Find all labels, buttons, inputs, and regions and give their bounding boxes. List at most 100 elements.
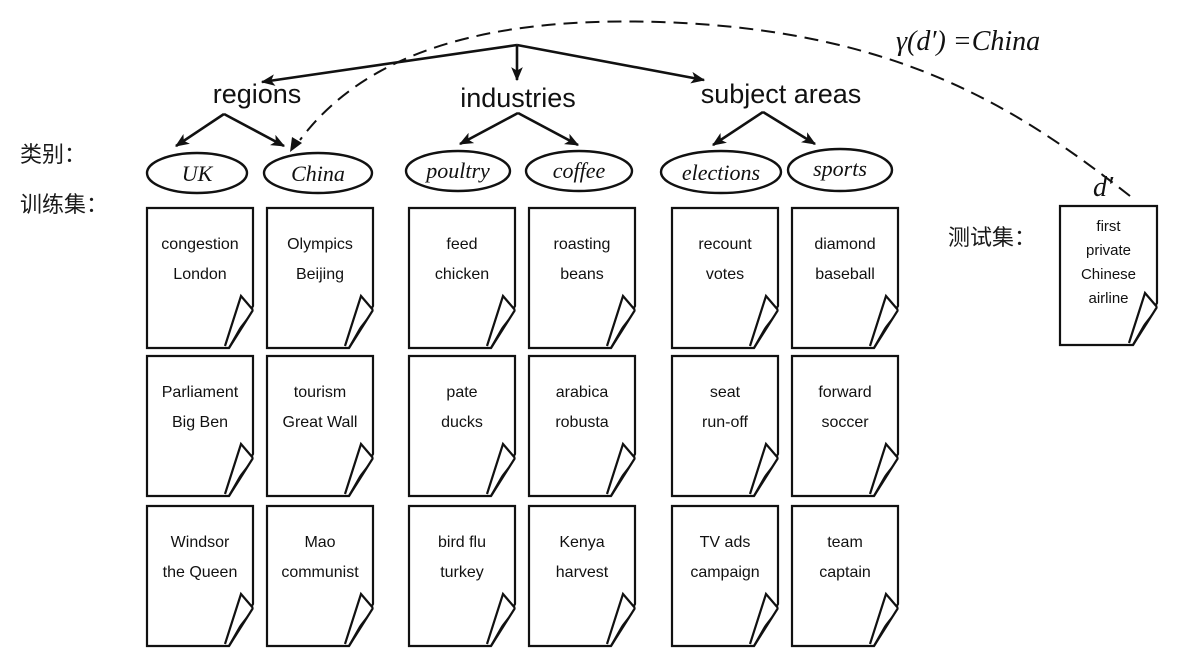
document-text: private [1086,242,1131,259]
edge-regions-uk [175,112,225,148]
page-curl-edge [873,309,899,349]
document-text: run-off [702,414,749,431]
class-node-coffee [524,149,634,193]
class-label-sports: sports [813,156,867,181]
document-elections-2: seat run-off [670,354,780,498]
document-text: tourism [294,384,346,401]
document-poultry-2: pate ducks [407,354,517,498]
page-curl-edge [610,607,636,647]
page-curl-edge [348,457,374,497]
edge-subject-sports [762,110,816,146]
page-curl [223,293,254,347]
edge-subject-elections [712,110,764,147]
document-poultry-1: feed chicken [407,206,517,350]
document-text: airline [1088,290,1128,307]
class-node-china [262,151,374,195]
document-text: team [827,534,863,551]
page-curl [485,441,516,495]
page-curl-edge [753,607,779,647]
page-curl [605,591,636,645]
page-curl-edge [1132,306,1158,346]
page-curl [748,591,779,645]
page-curl [223,441,254,495]
page-curl-edge [610,309,636,349]
document-text: baseball [815,266,875,283]
document-text: Beijing [296,266,344,283]
document-text: Windsor [171,534,230,551]
document-text: first [1096,218,1121,235]
document-text: harvest [556,564,609,581]
class-label-uk: UK [182,161,214,186]
class-label-china: China [291,161,345,186]
page-curl-edge [228,457,254,497]
class-node-elections [659,149,783,195]
page-curl [485,293,516,347]
class-node-sports [786,147,894,193]
document-text: ducks [441,414,483,431]
page-curl-edge [348,607,374,647]
class-nodes: UK China poultry coffee elections sports [145,147,894,195]
page-curl [343,591,374,645]
training-set-label: 训练集： [20,193,108,218]
page-curl-edge [490,457,516,497]
edge-regions-china [223,112,286,148]
document-text: bird flu [438,534,486,551]
document-text: chicken [435,266,489,283]
document-text: Parliament [162,384,239,401]
page-curl [343,441,374,495]
class-label-poultry: poultry [424,158,490,183]
page-curl-edge [753,457,779,497]
page-curl [605,441,636,495]
page-curl-edge [490,607,516,647]
page-curl-edge [610,457,636,497]
page-curl [485,591,516,645]
page-curl [748,441,779,495]
test-set-label: 测试集： [948,226,1036,251]
document-text: roasting [554,236,611,253]
page-curl [868,293,899,347]
document-text: arabica [556,384,609,401]
page-curl-edge [348,309,374,349]
classification-arc [299,20,1131,197]
page-curl [868,441,899,495]
page-curl [223,591,254,645]
document-sports-1: diamond baseball [790,206,900,350]
group-label-subject-areas: subject areas [701,79,862,109]
group-label-industries: industries [460,83,576,113]
edge-root-regions [260,43,518,86]
page-curl [748,293,779,347]
document-text: soccer [821,414,869,431]
page-curl-edge [873,457,899,497]
edge-industries-poultry [458,111,519,146]
document-poultry-3: bird flu turkey [407,504,517,648]
document-coffee-1: roasting beans [527,206,637,350]
document-text: turkey [440,564,484,581]
document-text: pate [446,384,477,401]
document-text: seat [710,384,741,401]
classification-formula: γ(d′) =China [896,26,1040,57]
document-sports-3: team captain [790,504,900,648]
document-text: captain [819,564,871,581]
document-text: diamond [814,236,875,253]
edge-industries-coffee [517,111,580,147]
page-curl [868,591,899,645]
class-label-coffee: coffee [553,158,606,183]
document-text: the Queen [163,564,238,581]
page-curl-edge [228,607,254,647]
document-text: communist [281,564,359,581]
page-curl [343,293,374,347]
document-text: TV ads [700,534,751,551]
page-curl-edge [490,309,516,349]
document-uk-3: Windsor the Queen [145,504,255,648]
document-text: beans [560,266,604,283]
document-text: feed [446,236,477,253]
